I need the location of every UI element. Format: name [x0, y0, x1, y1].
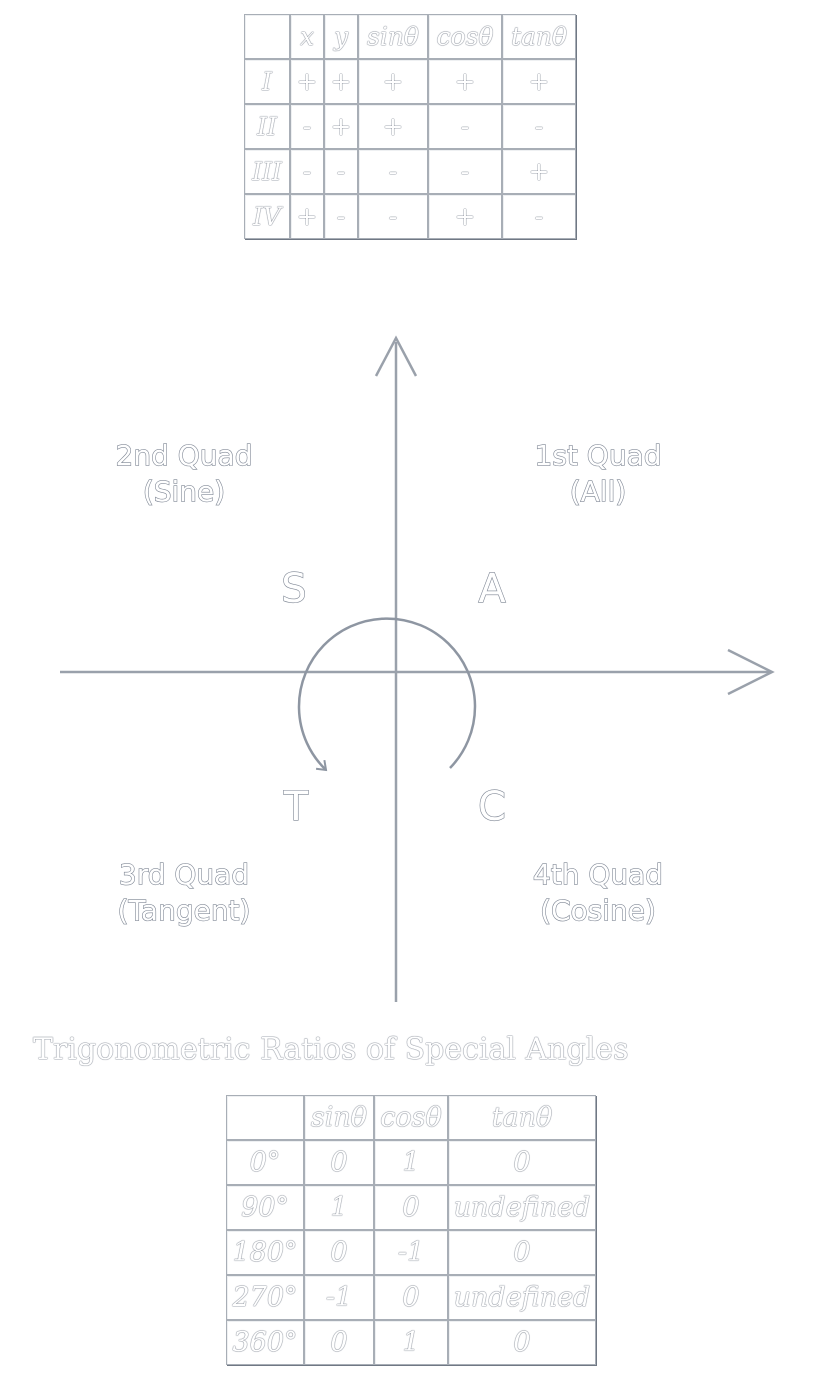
table-cell: -1	[304, 1275, 374, 1320]
table-cell: y	[324, 14, 358, 59]
table-cell: -1	[374, 1230, 448, 1275]
table-row: 180° 0 -1 0	[226, 1230, 596, 1275]
table-cell: III	[244, 149, 290, 194]
quad1-sublabel: (All)	[570, 475, 627, 508]
special-angles-table: sinθ cosθ tanθ 0° 0 1 0 90° 1 0 undefine…	[226, 1095, 596, 1365]
quad3-letter: T	[283, 784, 309, 830]
table-cell: -	[290, 149, 324, 194]
table-cell: undefined	[448, 1275, 596, 1320]
table-cell: 180°	[226, 1230, 304, 1275]
table-cell: +	[290, 59, 324, 104]
table-row: I + + + + +	[244, 59, 576, 104]
table-cell: -	[502, 194, 576, 239]
table-cell: +	[502, 149, 576, 194]
quad4-letter: C	[478, 784, 506, 830]
table-cell: +	[358, 104, 428, 149]
table-cell: +	[290, 194, 324, 239]
table-cell: +	[428, 59, 502, 104]
quad2-label: 2nd Quad	[116, 439, 253, 472]
table-cell: II	[244, 104, 290, 149]
quadrant-diagram: 2nd Quad (Sine) 1st Quad (All) 3rd Quad …	[60, 335, 775, 1002]
quad4-sublabel: (Cosine)	[540, 894, 656, 927]
table-cell: 0	[374, 1275, 448, 1320]
table-row: 360° 0 1 0	[226, 1320, 596, 1365]
table-cell: x	[290, 14, 324, 59]
table-cell: cosθ	[428, 14, 502, 59]
table-cell: 0	[448, 1140, 596, 1185]
quad4-label: 4th Quad	[533, 858, 663, 891]
table-row: III - - - - +	[244, 149, 576, 194]
table-cell: 0	[304, 1230, 374, 1275]
table-cell: IV	[244, 194, 290, 239]
table-cell: 90°	[226, 1185, 304, 1230]
table-cell: +	[428, 194, 502, 239]
table-cell: 0	[304, 1140, 374, 1185]
quad2-letter: S	[281, 566, 306, 612]
table-cell: 1	[304, 1185, 374, 1230]
quad3-label: 3rd Quad	[119, 858, 249, 891]
table-cell: 1	[374, 1140, 448, 1185]
table-cell: -	[428, 104, 502, 149]
table-cell: -	[502, 104, 576, 149]
table-cell: 270°	[226, 1275, 304, 1320]
table-cell: cosθ	[374, 1095, 448, 1140]
table-cell: 0	[448, 1230, 596, 1275]
table-cell: 0°	[226, 1140, 304, 1185]
table-cell: +	[358, 59, 428, 104]
table-cell: +	[324, 59, 358, 104]
table-row: 270° -1 0 undefined	[226, 1275, 596, 1320]
table-cell: 0	[374, 1185, 448, 1230]
table-cell: 0	[448, 1320, 596, 1365]
table-cell: undefined	[448, 1185, 596, 1230]
table-cell: -	[290, 104, 324, 149]
table-cell: 360°	[226, 1320, 304, 1365]
table-cell: -	[324, 149, 358, 194]
table-cell: -	[358, 194, 428, 239]
y-axis-arrowhead	[374, 335, 418, 377]
table-cell: tanθ	[502, 14, 576, 59]
table-cell: tanθ	[448, 1095, 596, 1140]
table-header-row: sinθ cosθ tanθ	[226, 1095, 596, 1140]
x-axis-arrowhead	[727, 648, 775, 696]
table-cell: 0	[304, 1320, 374, 1365]
table-row: 90° 1 0 undefined	[226, 1185, 596, 1230]
table-row: 0° 0 1 0	[226, 1140, 596, 1185]
rotation-arc	[297, 617, 477, 772]
quadrant-sign-table: x y sinθ cosθ tanθ I + + + + + II - + + …	[244, 14, 576, 239]
table-cell	[226, 1095, 304, 1140]
table-cell: -	[428, 149, 502, 194]
quad1-label: 1st Quad	[535, 439, 662, 472]
table-cell	[244, 14, 290, 59]
table-header-row: x y sinθ cosθ tanθ	[244, 14, 576, 59]
table-row: II - + + - -	[244, 104, 576, 149]
table-cell: -	[358, 149, 428, 194]
table-cell: sinθ	[358, 14, 428, 59]
table-cell: +	[502, 59, 576, 104]
table-row: IV + - - + -	[244, 194, 576, 239]
quad3-sublabel: (Tangent)	[118, 894, 251, 927]
table-cell: I	[244, 59, 290, 104]
table-cell: sinθ	[304, 1095, 374, 1140]
special-angles-title: Trigonometric Ratios of Special Angles	[33, 1032, 629, 1067]
table-cell: -	[324, 194, 358, 239]
table-cell: 1	[374, 1320, 448, 1365]
quad2-sublabel: (Sine)	[143, 475, 225, 508]
quad1-letter: A	[478, 566, 506, 612]
table-cell: +	[324, 104, 358, 149]
